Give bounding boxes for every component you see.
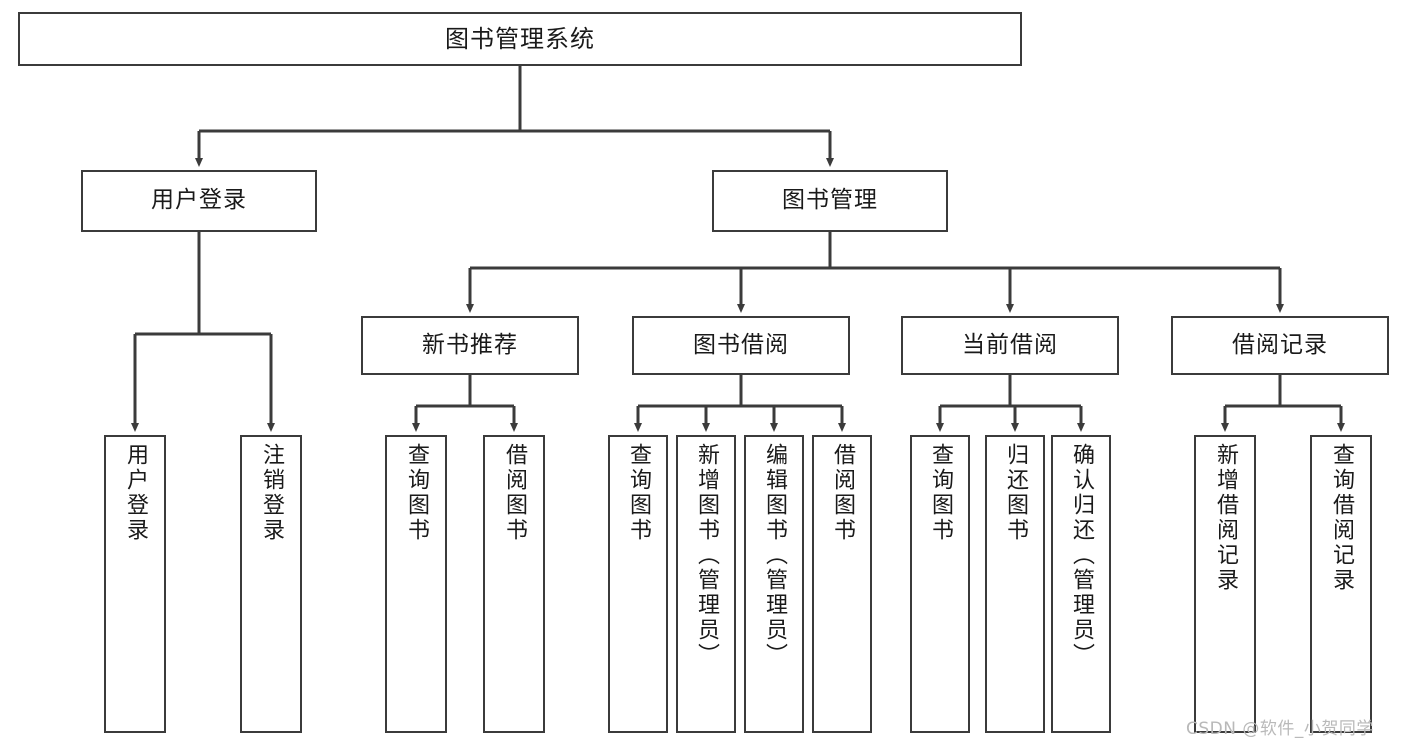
node-leaf-return-book[interactable]: 归还图书 <box>985 435 1045 733</box>
node-book-borrow-label: 图书借阅 <box>693 331 789 358</box>
node-leaf-return-book-label: 归还图书 <box>1003 443 1028 543</box>
node-leaf-borrow-book-label: 借阅图书 <box>830 443 855 543</box>
node-leaf-query-record-label: 查询借阅记录 <box>1329 443 1354 593</box>
node-leaf-edit-book[interactable]: 编辑图书（管理员） <box>744 435 804 733</box>
node-leaf-query-book-borrow-label: 查询图书 <box>626 443 651 543</box>
node-borrow-record[interactable]: 借阅记录 <box>1171 316 1389 375</box>
node-leaf-query-book-borrow[interactable]: 查询图书 <box>608 435 668 733</box>
node-book-borrow[interactable]: 图书借阅 <box>632 316 850 375</box>
node-current-borrow[interactable]: 当前借阅 <box>901 316 1119 375</box>
node-leaf-query-book-rec[interactable]: 查询图书 <box>385 435 447 733</box>
node-leaf-query-book-cur[interactable]: 查询图书 <box>910 435 970 733</box>
node-leaf-borrow-book-rec[interactable]: 借阅图书 <box>483 435 545 733</box>
node-leaf-logout[interactable]: 注销登录 <box>240 435 302 733</box>
node-current-borrow-label: 当前借阅 <box>962 331 1058 358</box>
node-leaf-user-login[interactable]: 用户登录 <box>104 435 166 733</box>
node-leaf-logout-label: 注销登录 <box>259 443 284 543</box>
node-root-label: 图书管理系统 <box>445 24 595 53</box>
node-new-book-recommend[interactable]: 新书推荐 <box>361 316 579 375</box>
node-leaf-add-book-label: 新增图书（管理员） <box>694 443 719 668</box>
node-leaf-user-login-label: 用户登录 <box>123 443 148 543</box>
node-borrow-record-label: 借阅记录 <box>1232 331 1328 358</box>
node-leaf-add-book[interactable]: 新增图书（管理员） <box>676 435 736 733</box>
node-user-login[interactable]: 用户登录 <box>81 170 317 232</box>
watermark-text: CSDN @软件_小贺同学 <box>1186 719 1374 739</box>
node-leaf-add-record[interactable]: 新增借阅记录 <box>1194 435 1256 733</box>
node-leaf-confirm-return-label: 确认归还（管理员） <box>1069 443 1094 668</box>
node-leaf-query-record[interactable]: 查询借阅记录 <box>1310 435 1372 733</box>
node-leaf-borrow-book[interactable]: 借阅图书 <box>812 435 872 733</box>
node-leaf-query-book-rec-label: 查询图书 <box>404 443 429 543</box>
node-user-login-label: 用户登录 <box>151 187 247 214</box>
node-root[interactable]: 图书管理系统 <box>18 12 1022 66</box>
node-leaf-edit-book-label: 编辑图书（管理员） <box>762 443 787 668</box>
node-leaf-confirm-return[interactable]: 确认归还（管理员） <box>1051 435 1111 733</box>
node-leaf-add-record-label: 新增借阅记录 <box>1213 443 1238 593</box>
node-leaf-borrow-book-rec-label: 借阅图书 <box>502 443 527 543</box>
node-new-book-recommend-label: 新书推荐 <box>422 331 518 358</box>
node-book-manage-label: 图书管理 <box>782 187 878 214</box>
node-book-manage[interactable]: 图书管理 <box>712 170 948 232</box>
node-leaf-query-book-cur-label: 查询图书 <box>928 443 953 543</box>
